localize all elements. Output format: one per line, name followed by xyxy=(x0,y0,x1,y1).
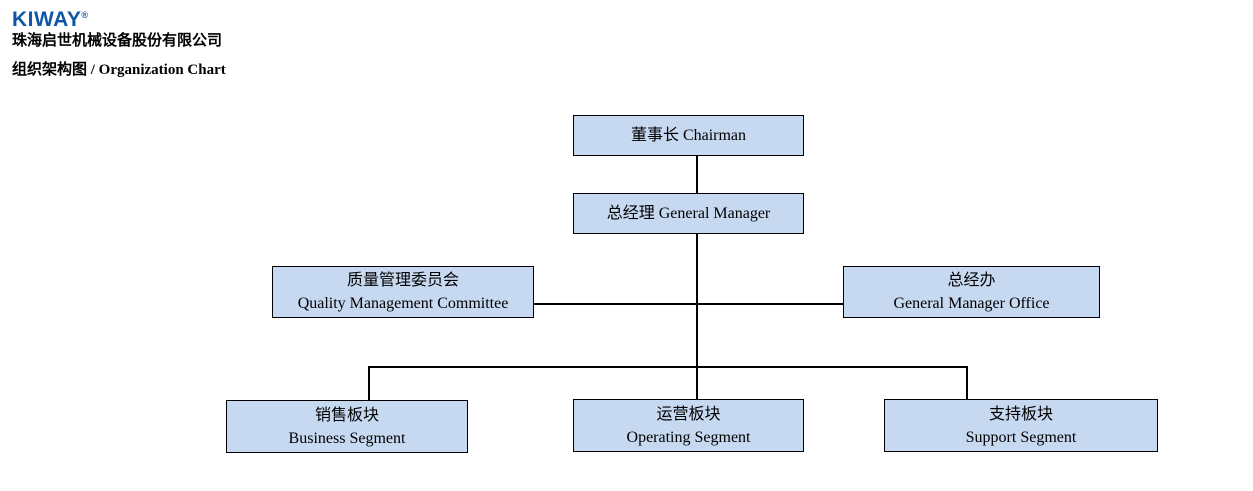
org-node-label-zh: 总经办 xyxy=(947,272,996,289)
company-name: 珠海启世机械设备股份有限公司 xyxy=(12,33,223,49)
org-node-label-zh: 质量管理委员会 xyxy=(346,272,459,289)
org-node-general-manager: 总经理 General Manager xyxy=(573,193,804,234)
org-node-label-zh: 销售板块 xyxy=(314,406,379,424)
connector-drop-business xyxy=(368,366,370,401)
connector-qmc-to-gmo xyxy=(533,303,843,305)
org-node-label-en: Support Segment xyxy=(965,428,1077,446)
org-node-label-zh: 支持板块 xyxy=(988,405,1053,423)
org-node-label: 总经理 General Manager xyxy=(606,205,771,222)
org-node-chairman: 董事长 Chairman xyxy=(573,115,804,156)
org-node-label-en: Operating Segment xyxy=(626,428,751,446)
org-node-support-segment: 支持板块 Support Segment xyxy=(884,399,1158,452)
connector-drop-operating xyxy=(696,366,698,400)
org-node-label-en: Quality Management Committee xyxy=(297,295,509,312)
connector-chairman-to-gm xyxy=(696,156,698,194)
org-node-label: 董事长 Chairman xyxy=(630,127,747,144)
org-node-general-manager-office: 总经办 General Manager Office xyxy=(843,266,1100,318)
org-node-label-en: General Manager Office xyxy=(893,295,1050,312)
org-node-label-zh: 运营板块 xyxy=(656,405,721,423)
registered-trademark-icon: ® xyxy=(81,10,89,20)
connector-distributor xyxy=(368,366,968,368)
org-node-label-en: Business Segment xyxy=(288,429,406,447)
org-node-operating-segment: 运营板块 Operating Segment xyxy=(573,399,804,452)
kiway-logo: KIWAY® xyxy=(12,4,89,31)
org-node-business-segment: 销售板块 Business Segment xyxy=(226,400,468,453)
org-node-quality-management-committee: 质量管理委员会 Quality Management Committee xyxy=(272,266,534,318)
logo-text: KIWAY xyxy=(12,8,82,31)
connector-gm-to-distributor xyxy=(696,234,698,368)
connector-drop-support xyxy=(966,366,968,400)
page-title: 组织架构图 / Organization Chart xyxy=(12,62,226,78)
